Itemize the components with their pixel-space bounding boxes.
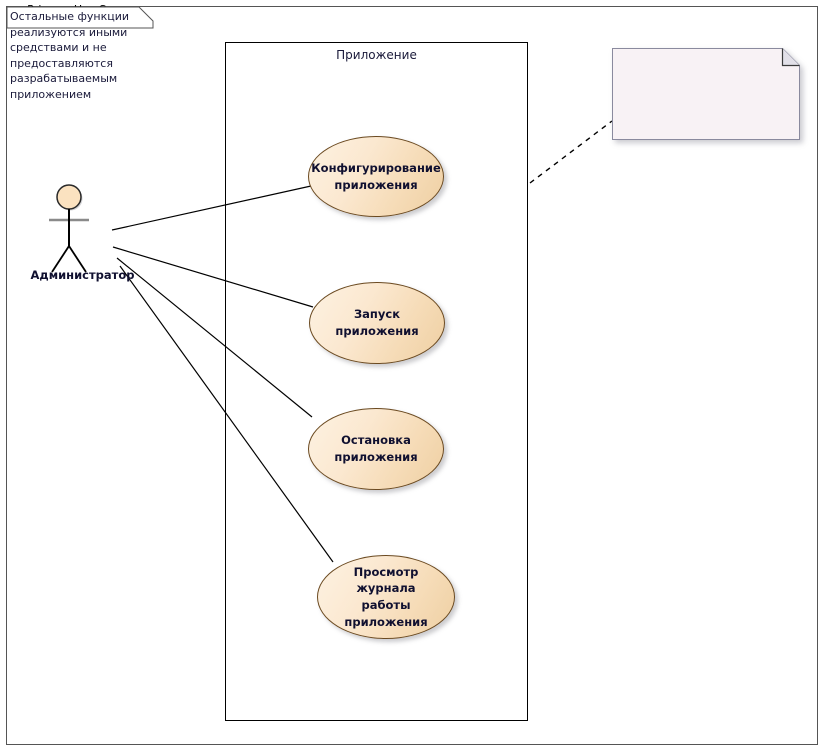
- use-case-label: Просмотр журнала работы приложения: [344, 564, 428, 629]
- note-text: Остальные функции реализуются иными сред…: [10, 10, 130, 102]
- use-case-stop-application[interactable]: Остановка приложения: [308, 408, 444, 490]
- diagram-note[interactable]: [612, 48, 800, 140]
- system-boundary-label: Приложение: [336, 48, 417, 62]
- actor-administrator[interactable]: [22, 180, 142, 285]
- diagram-frame: [6, 6, 818, 745]
- stick-figure-actor-icon: [49, 184, 89, 273]
- note-shape: [612, 48, 800, 140]
- use-case-configure-application[interactable]: Конфигурирование приложения: [308, 136, 444, 217]
- use-case-start-application[interactable]: Запуск приложения: [309, 282, 445, 364]
- actor-label: Администратор: [30, 268, 135, 282]
- use-case-label: Конфигурирование приложения: [311, 160, 441, 192]
- use-case-label: Остановка приложения: [334, 433, 418, 464]
- use-case-view-application-log[interactable]: Просмотр журнала работы приложения: [317, 555, 455, 639]
- use-case-label: Запуск приложения: [335, 307, 419, 338]
